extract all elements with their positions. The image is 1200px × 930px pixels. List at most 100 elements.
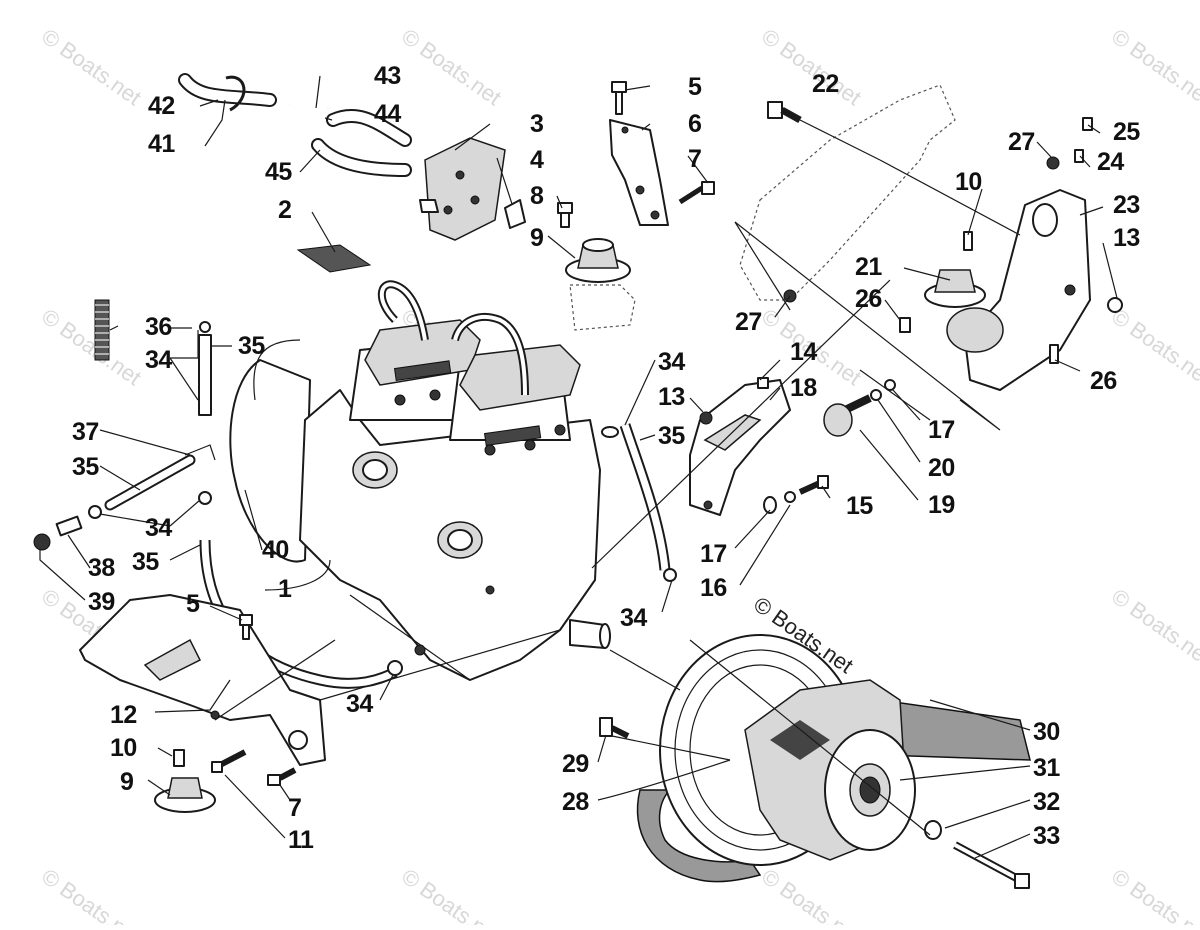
callout-label: 45 <box>265 158 292 186</box>
bolt-7-top <box>678 181 715 205</box>
callout-label: 14 <box>790 338 817 366</box>
callout-label: 44 <box>374 100 401 128</box>
clamp-34-left <box>88 491 212 519</box>
callout-label: 41 <box>148 130 175 158</box>
callout-label: 23 <box>1113 191 1140 219</box>
fitting-43 <box>289 102 330 120</box>
bracket-18 <box>689 379 791 516</box>
bracket-23 <box>946 189 1091 391</box>
callout-label: 22 <box>812 70 839 98</box>
callout-label: 34 <box>658 348 685 376</box>
watermark: © Boats.net <box>397 24 506 111</box>
callout-label: 18 <box>790 374 817 402</box>
hose-44 <box>326 109 412 147</box>
callout-label: 34 <box>346 690 373 718</box>
callout-label: 6 <box>688 110 701 138</box>
callout-label: 11 <box>288 826 314 854</box>
part-2-decal <box>296 244 372 273</box>
plate-22 <box>739 84 956 301</box>
washer-16 <box>784 491 796 503</box>
callout-label: 43 <box>374 62 401 90</box>
callout-label: 4 <box>530 146 544 174</box>
washer-20 <box>870 389 882 401</box>
watermark: © Boats.net <box>397 864 506 925</box>
callout-label: 13 <box>1113 224 1140 252</box>
mount-9-top <box>565 238 631 283</box>
watermark: © Boats.net <box>37 304 146 391</box>
watermark: © Boats.net <box>1107 584 1200 671</box>
bolt-26-a <box>899 317 911 333</box>
washer-17-top <box>884 379 896 391</box>
bolt-14 <box>757 377 769 389</box>
callout-label: 35 <box>72 453 99 481</box>
bracket-12 <box>79 594 326 766</box>
callout-label: 5 <box>186 590 200 618</box>
part-24-25 <box>1074 117 1093 163</box>
mount-21 <box>924 231 986 308</box>
nut-27-right <box>1046 156 1060 170</box>
callout-label: 25 <box>1113 118 1140 146</box>
watermark: © Boats.net <box>1107 24 1200 111</box>
knob-19 <box>823 394 872 437</box>
callout-label: 29 <box>562 750 589 778</box>
callout-label: 9 <box>120 768 133 796</box>
callout-label: 42 <box>148 92 175 120</box>
callout-label: 7 <box>688 145 701 173</box>
mount-plate-outline <box>569 284 636 331</box>
callout-label: 26 <box>1090 367 1117 395</box>
callout-label: 17 <box>700 540 727 568</box>
engine-1 <box>229 280 611 681</box>
callout-label: 21 <box>855 253 882 281</box>
callout-labels: 1 2 3 4 5 5 6 7 7 8 9 9 10 10 11 12 13 1… <box>72 62 1141 854</box>
callout-label: 35 <box>238 332 265 360</box>
callout-label: 33 <box>1033 822 1060 850</box>
washer-32 <box>924 820 942 840</box>
bolt-10-lower <box>173 749 185 767</box>
bolt-11 <box>211 749 247 773</box>
callout-label: 34 <box>620 604 647 632</box>
callout-label: 40 <box>262 536 289 564</box>
callout-label: 37 <box>72 418 99 446</box>
watermark: © Boats.net <box>37 24 146 111</box>
watermark: © Boats.net <box>757 864 866 925</box>
callout-label: 39 <box>88 588 115 616</box>
nut-13-mid <box>699 411 713 425</box>
callout-label: 27 <box>735 308 762 336</box>
callout-label: 17 <box>928 416 955 444</box>
callout-label: 15 <box>846 492 873 520</box>
hose-35-horizontal <box>104 454 196 511</box>
watermark: © Boats.net <box>1107 304 1200 391</box>
callout-label: 36 <box>145 313 172 341</box>
mount-9-lower <box>154 777 216 813</box>
bolt-29 <box>599 717 630 739</box>
part-3-pump <box>419 137 506 241</box>
callout-label: 20 <box>928 454 955 482</box>
callout-label: 19 <box>928 491 955 519</box>
bolt-7-lower <box>267 767 297 786</box>
clutch-31 <box>744 679 916 861</box>
callout-label: 10 <box>110 734 137 762</box>
part-4-bracket <box>504 199 526 229</box>
nut-13-right <box>1107 297 1123 313</box>
bolt-33 <box>953 841 1030 889</box>
bolt-26-b <box>1049 344 1059 364</box>
hose-45 <box>311 138 412 177</box>
callout-label: 5 <box>688 73 702 101</box>
bolt-8 <box>557 202 573 228</box>
callout-label: 12 <box>110 701 137 729</box>
callout-label: 31 <box>1033 754 1060 782</box>
callout-label: 30 <box>1033 718 1060 746</box>
callout-label: 32 <box>1033 788 1060 816</box>
callout-label: 3 <box>530 110 543 138</box>
callout-label: 34 <box>145 514 172 542</box>
washer-17-mid <box>763 496 777 514</box>
callout-label: 10 <box>955 168 982 196</box>
callout-label: 2 <box>278 196 291 224</box>
callout-label: 1 <box>278 575 292 603</box>
fitting-38-39 <box>33 515 83 551</box>
callout-label: 16 <box>700 574 727 602</box>
callout-label: 26 <box>855 285 882 313</box>
callout-label: 13 <box>658 383 685 411</box>
